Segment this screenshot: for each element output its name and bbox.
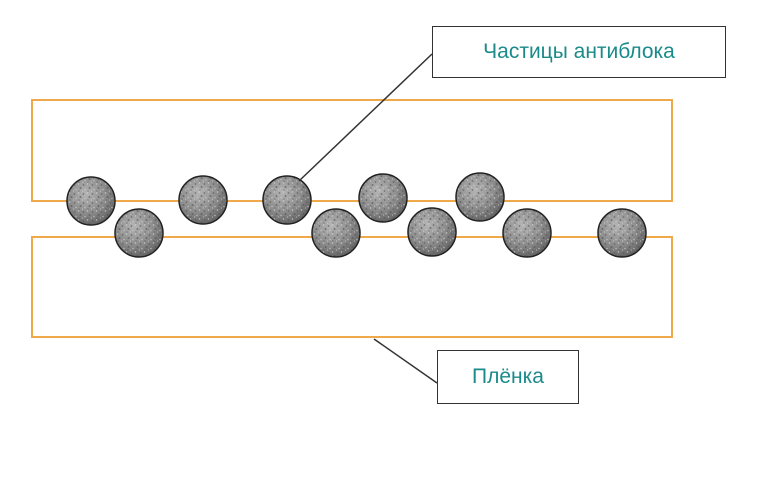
antiblock-particle-icon [358, 173, 408, 223]
antiblock-particle-icon [178, 175, 228, 225]
antiblock-particle-icon [262, 175, 312, 225]
film-layer-top [31, 99, 673, 202]
leader-line-particles [298, 53, 433, 182]
antiblock-particle-icon [502, 208, 552, 258]
antiblock-particle-icon [114, 208, 164, 258]
leader-line-film [373, 338, 438, 384]
antiblock-particle-icon [597, 208, 647, 258]
film-callout-box: Плёнка [437, 350, 579, 404]
antiblock-particle-icon [407, 207, 457, 257]
antiblock-particle-icon [66, 176, 116, 226]
film-label: Плёнка [472, 365, 544, 388]
antiblock-particle-icon [311, 208, 361, 258]
particles-label: Частицы антиблока [483, 40, 675, 63]
particles-callout-box: Частицы антиблока [432, 26, 726, 78]
antiblock-particle-icon [455, 172, 505, 222]
